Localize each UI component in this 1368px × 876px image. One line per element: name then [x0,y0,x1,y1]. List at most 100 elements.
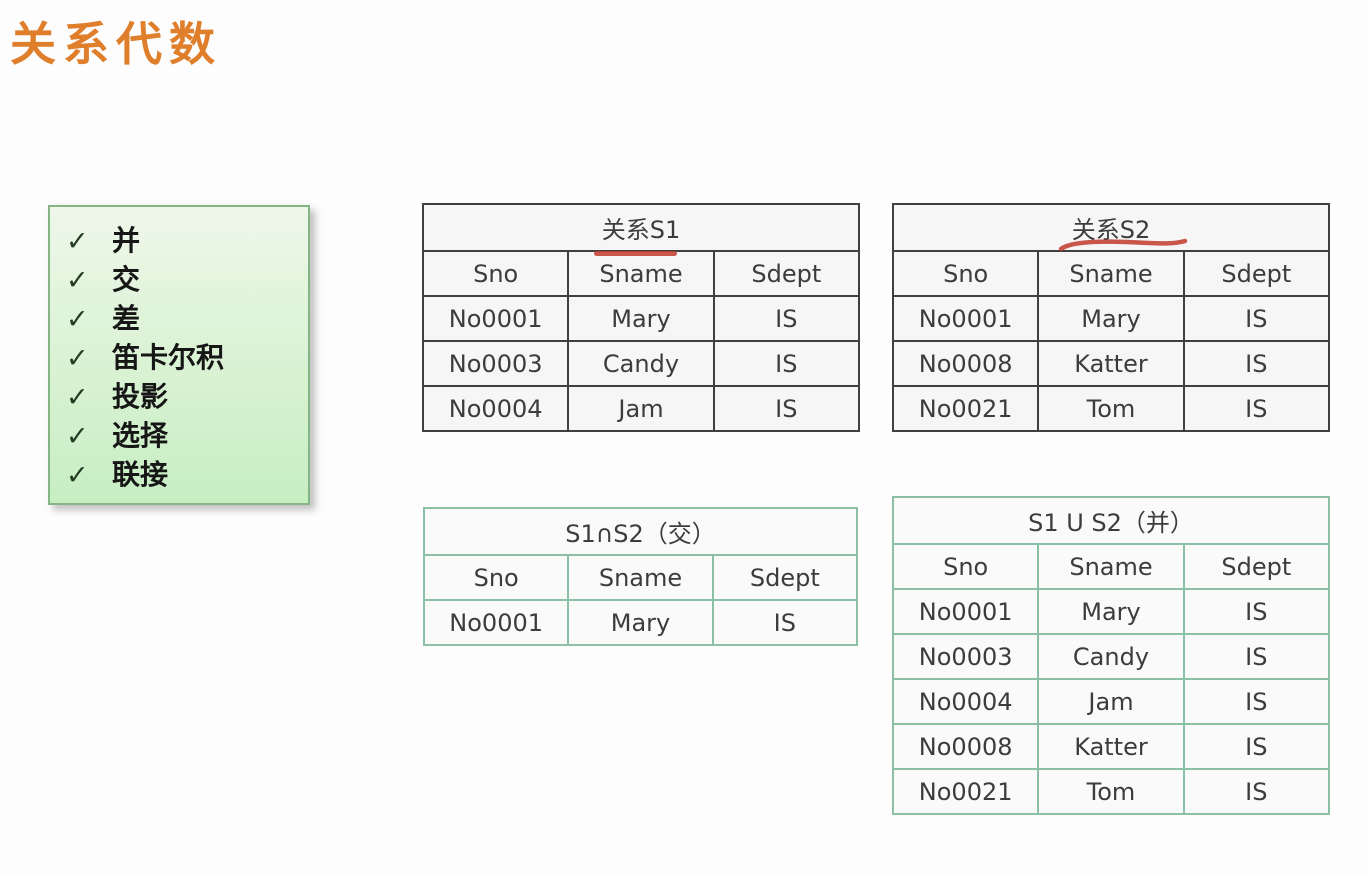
table-row: Sno Sname Sdept [891,543,1331,590]
red-underline-annotation [1058,238,1188,252]
column-header: Sno [421,250,570,297]
table-row: S1 U S2（并） [892,496,1330,545]
operation-label: 笛卡尔积 [112,341,225,374]
table-cell: IS [712,295,861,342]
table-row: Sno Sname Sdept [891,250,1331,297]
column-header: Sdept [1182,250,1331,297]
table-cell: No0021 [891,385,1040,432]
check-icon: ✓ [66,382,89,413]
operation-label: 交 [112,263,141,296]
table-cell: No0001 [422,599,570,646]
table-row: 关系S1 [422,203,860,252]
table-cell: IS [1182,633,1331,680]
column-header: Sname [567,554,714,601]
red-underline-annotation [594,251,677,256]
table-cell: IS [1182,723,1331,770]
check-icon: ✓ [66,343,89,374]
column-header: Sname [1037,543,1185,590]
table-cell: IS [1182,678,1331,725]
operation-label: 投影 [112,380,169,413]
column-header: Sdept [711,554,859,601]
table-cell: IS [1182,295,1331,342]
table-cell: No0021 [891,768,1040,815]
column-header: Sno [891,543,1040,590]
check-icon: ✓ [66,460,89,491]
list-item: ✓并 [66,221,308,260]
column-header: Sname [567,250,715,297]
table-cell: No0003 [891,633,1040,680]
table-cell: Candy [1037,633,1185,680]
table-cell: Jam [567,385,715,432]
column-header: Sdept [1182,543,1331,590]
table-cell: No0008 [891,723,1040,770]
list-item: ✓ 笛卡尔积 [66,338,308,377]
table-cell: No0008 [891,340,1040,387]
table-cell: Katter [1037,340,1185,387]
table-cell: IS [1182,768,1331,815]
table-row: Sno Sname Sdept [421,250,861,297]
table-cell: Jam [1037,678,1185,725]
operation-label: 并 [112,224,141,257]
table-cell: IS [1182,385,1331,432]
table-cell: Tom [1037,768,1185,815]
table-cell: IS [712,340,861,387]
column-header: Sname [1037,250,1185,297]
check-icon: ✓ [66,226,89,257]
table-cell: No0001 [421,295,570,342]
table-cell: Tom [1037,385,1185,432]
table-row: Sno Sname Sdept [422,554,859,601]
operation-label: 差 [112,302,141,335]
table-title: 关系S1 [422,203,860,252]
table-cell: No0003 [421,340,570,387]
operations-list: ✓并 ✓交 ✓差 ✓笛卡尔积 ✓投影 ✓选择 ✓联接 [50,207,308,494]
table-cell: No0001 [891,588,1040,635]
table-cell: Katter [1037,723,1185,770]
check-icon: ✓ [66,265,89,296]
table-title: S1 U S2（并） [892,496,1330,545]
list-item: ✓ 联接 [66,455,308,494]
check-icon: ✓ [66,421,89,452]
operation-label: 联接 [112,458,169,491]
table-cell: Candy [567,340,715,387]
page-title: 关系代数 [10,17,222,71]
operation-label: 选择 [112,419,169,452]
table-cell: Mary [1037,295,1185,342]
table-cell: Mary [1037,588,1185,635]
list-item: ✓差 [66,299,308,338]
table-cell: No0004 [891,678,1040,725]
table-cell: Mary [567,599,714,646]
column-header: Sno [422,554,570,601]
table-title: S1∩S2（交） [423,507,858,556]
table-row: S1∩S2（交） [423,507,858,556]
table-cell: No0004 [421,385,570,432]
list-item: ✓交 [66,260,308,299]
table-cell: IS [712,385,861,432]
table-cell: No0001 [891,295,1040,342]
table-cell: IS [711,599,859,646]
column-header: Sdept [712,250,861,297]
list-item: ✓ 投影 [66,377,308,416]
operations-panel: ✓并 ✓交 ✓差 ✓笛卡尔积 ✓投影 ✓选择 ✓联接 [48,205,310,505]
table-cell: Mary [567,295,715,342]
column-header: Sno [891,250,1040,297]
list-item: ✓ 选择 [66,416,308,455]
table-cell: IS [1182,340,1331,387]
table-cell: IS [1182,588,1331,635]
